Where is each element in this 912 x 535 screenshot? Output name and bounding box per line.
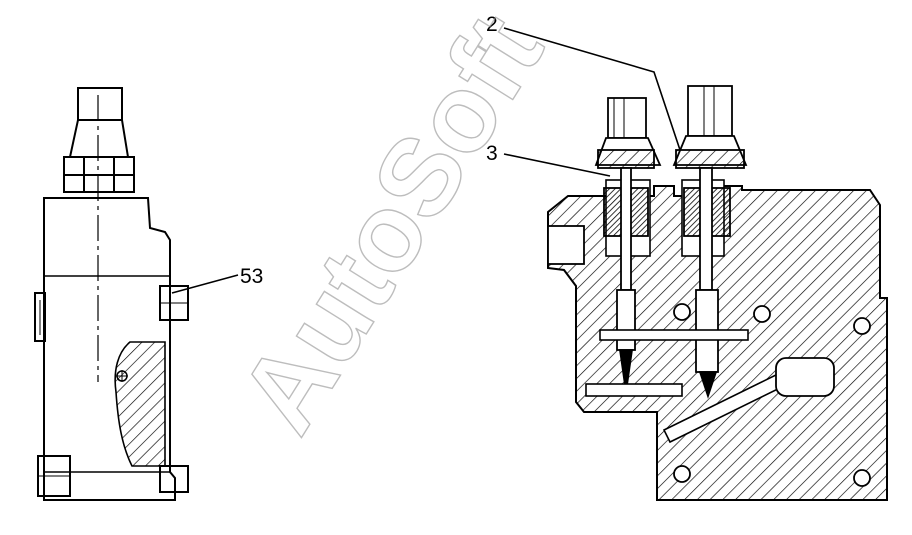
bolt-hole (853, 469, 871, 487)
section-view (547, 85, 888, 501)
valve-right (672, 85, 748, 399)
side-boss (34, 292, 46, 342)
screw-lower (159, 465, 189, 493)
side-cut-section (114, 341, 166, 467)
callout-2: 2 (486, 13, 498, 36)
bolt-hole (673, 303, 691, 321)
bolt-hole (673, 465, 691, 483)
leaders (171, 27, 681, 294)
cross-passage (599, 329, 749, 341)
side-body-outline (43, 197, 176, 501)
leader-2 (503, 27, 681, 151)
watermark: AutoSoft (216, 0, 566, 453)
cavity (775, 357, 835, 397)
leader-53 (171, 274, 239, 294)
fitting-top (77, 87, 123, 121)
bolt-holes (673, 303, 871, 487)
leader-3 (503, 153, 611, 177)
port-opening (547, 225, 585, 265)
bolt-hole (853, 317, 871, 335)
lower-passage (585, 383, 683, 397)
side-view (34, 87, 189, 501)
callout-53: 53 (240, 265, 263, 288)
bolt-hole (753, 305, 771, 323)
callout-3: 3 (486, 142, 498, 165)
fitting-taper (68, 119, 130, 158)
